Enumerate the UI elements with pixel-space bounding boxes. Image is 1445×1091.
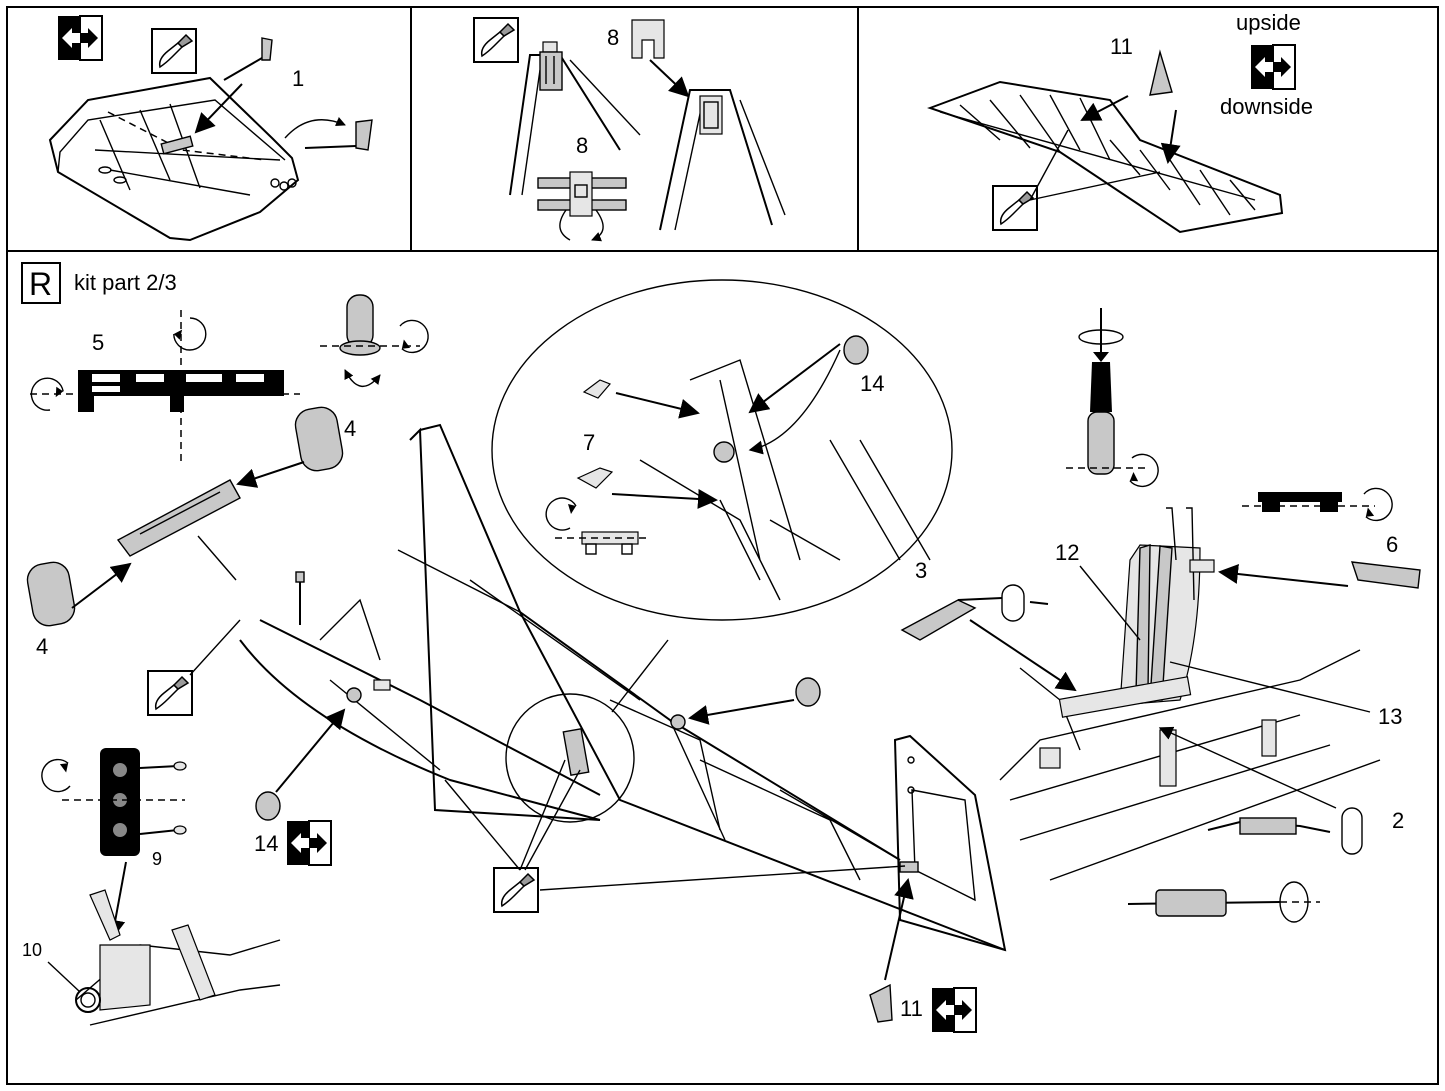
label-part-8-top: 8 (607, 25, 619, 50)
part-1 (261, 37, 273, 61)
panel-top-right: upside downside 11 (927, 10, 1313, 234)
section-letter: R (29, 266, 52, 302)
label-part-14-b: 14 (254, 831, 278, 856)
knife-icon (473, 17, 519, 63)
magnify-circle (491, 279, 953, 621)
rotate-arrow-icon (1125, 451, 1162, 490)
part-14-lower-group: 14 (254, 677, 821, 866)
tail-stabilizer (927, 80, 1284, 234)
part-14-lower (255, 791, 281, 821)
rotate-arrow-icon (392, 315, 434, 357)
label-part-8-flat: 8 (576, 133, 588, 158)
label-part-5: 5 (92, 330, 104, 355)
panel-top-left: 1 (48, 15, 373, 242)
label-part-11: 11 (1110, 34, 1133, 59)
label-part-11-lower: 11 (900, 996, 923, 1021)
magnify-group: 3 7 14 (491, 279, 953, 713)
label-upside: upside (1236, 10, 1301, 35)
wing-part-slot (160, 135, 194, 155)
label-part-3: 3 (915, 558, 927, 583)
part-11-lower (869, 983, 893, 1023)
lower-belt (1155, 889, 1227, 917)
label-part-12: 12 (1055, 540, 1079, 565)
kit-part-label: kit part 2/3 (74, 270, 177, 295)
panel-frames (6, 6, 1439, 1085)
part-2-belt (1239, 817, 1297, 835)
main-header: R kit part 2/3 (21, 262, 177, 304)
tail-fin-frame (893, 734, 1007, 952)
part-4-lower (26, 561, 76, 627)
pad-part-group (320, 294, 434, 387)
part-9-10-group: 9 10 (22, 748, 281, 1026)
control-stick (1087, 411, 1115, 475)
flip-icon (1250, 44, 1296, 90)
rotate-arrow-icon (169, 312, 213, 357)
label-part-10: 10 (22, 940, 42, 960)
label-part-7: 7 (583, 430, 595, 455)
knife-leaders (444, 759, 906, 891)
rotate-arrow-icon (545, 497, 577, 531)
knife-icon (992, 185, 1038, 231)
part-14-circle (843, 335, 869, 365)
part-8-top (631, 19, 665, 59)
wing-outline (48, 76, 300, 242)
label-part-9: 9 (152, 849, 162, 869)
panel-top-middle: 8 8 (473, 17, 786, 240)
flip-icon (931, 987, 977, 1033)
seat-assembly-group: 6 12 13 2 (900, 308, 1421, 923)
knife-icon (151, 28, 197, 74)
part-4-upper (294, 406, 344, 472)
label-part-1: 1 (292, 66, 304, 91)
fuselage-frame (239, 423, 1007, 952)
part-6 (1350, 561, 1421, 589)
knife-icon (493, 867, 539, 913)
label-part-6: 6 (1386, 532, 1398, 557)
rudder-bar (116, 479, 241, 557)
rotate-arrow-icon (36, 755, 78, 797)
label-downside: downside (1220, 94, 1313, 119)
pad-part (346, 294, 374, 348)
part-11-top (1149, 49, 1173, 96)
label-part-4-a: 4 (344, 416, 356, 441)
label-part-13: 13 (1378, 704, 1402, 729)
part-4-group: 4 4 (26, 406, 356, 659)
part-11-lower-group: 11 (869, 878, 977, 1033)
flip-icon (57, 15, 103, 61)
flip-icon (286, 820, 332, 866)
label-part-4-b: 4 (36, 634, 48, 659)
label-part-14-a: 14 (860, 371, 884, 396)
rotate-arrow-icon (1356, 483, 1398, 525)
knife-icon (147, 670, 193, 716)
part-5-group: 5 (26, 310, 300, 465)
label-part-2: 2 (1392, 808, 1404, 833)
